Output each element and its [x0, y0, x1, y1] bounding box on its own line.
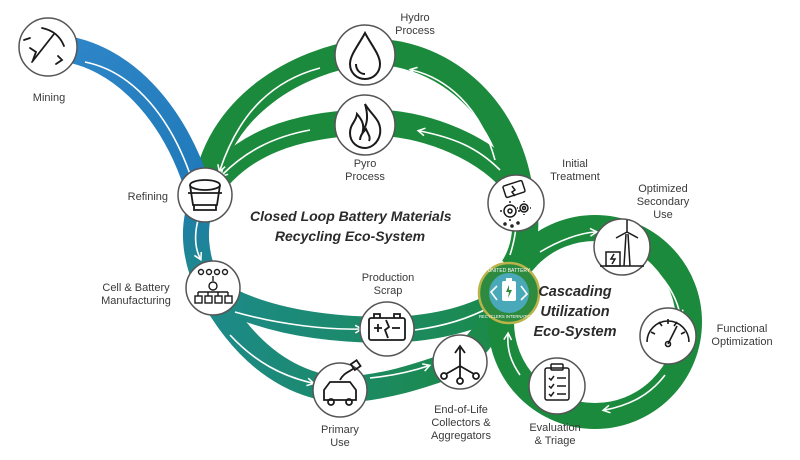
badge-top-text: UNITED BATTERY [488, 268, 531, 274]
battery-icon [368, 313, 406, 341]
gauge-icon [646, 319, 690, 348]
assembly-icon [194, 268, 233, 304]
refining-node [177, 167, 233, 223]
closed-loop-title-line1: Closed Loop Battery Materials [250, 208, 452, 224]
gears-icon [500, 179, 531, 228]
droplet-icon [348, 30, 382, 81]
badge-bottom-text: RECYCLERS INTERNATIONAL [479, 314, 540, 319]
functional-opt-node [639, 307, 697, 365]
manufacturing-label: Cell & Battery Manufacturing [101, 282, 171, 307]
cascading-title-line1: Cascading [538, 284, 612, 300]
cascading-title: Cascading Utilization Eco-System [525, 282, 625, 342]
flow-arrows [84, 61, 684, 414]
optimized-use-node [593, 218, 651, 276]
cascading-title-line2: Utilization [540, 304, 610, 320]
primary-use-label: Primary Use [321, 424, 359, 449]
collectors-label: End-of-Life Collectors & Aggregators [431, 404, 491, 442]
closed-loop-title: Closed Loop Battery Materials Recycling … [250, 206, 452, 246]
clipboard-icon [544, 363, 570, 401]
hydro-label: Hydro Process [395, 12, 435, 37]
mining-node [18, 17, 78, 77]
manufacturing-node [185, 260, 241, 316]
initial-treatment-label: Initial Treatment [550, 158, 600, 183]
flame-icon [348, 103, 382, 150]
crucible-icon [188, 179, 222, 211]
ubri-badge: UNITED BATTERY RECYCLERS INTERNATIONAL [477, 261, 541, 325]
pyro-node [334, 94, 396, 156]
refining-label: Refining [127, 191, 168, 203]
pickaxe-icon [23, 27, 65, 65]
hydro-node [334, 24, 396, 86]
optimized-use-label: Optimized Secondary Use [636, 183, 690, 221]
branching-arrows-icon [440, 344, 480, 385]
evaluation-node [528, 357, 586, 415]
battery-recycle-icon [489, 278, 529, 301]
initial-treatment-node [487, 174, 545, 232]
production-scrap-node [359, 301, 415, 357]
primary-use-node [312, 358, 368, 418]
electric-car-icon [323, 358, 362, 406]
mining-band [58, 35, 213, 199]
cascading-title-line3: Eco-System [533, 324, 617, 340]
mining-label: Mining [32, 92, 66, 104]
pyro-label: Pyro Process [345, 158, 385, 183]
closed-loop-title-line2: Recycling Eco-System [274, 228, 426, 244]
evaluation-label: Evaluation & Triage [529, 422, 581, 447]
production-scrap-label: Production Scrap [361, 272, 415, 297]
functional-opt-label: Functional Optimization [711, 323, 773, 348]
collectors-node [432, 334, 488, 390]
wind-turbine-icon [600, 220, 644, 267]
